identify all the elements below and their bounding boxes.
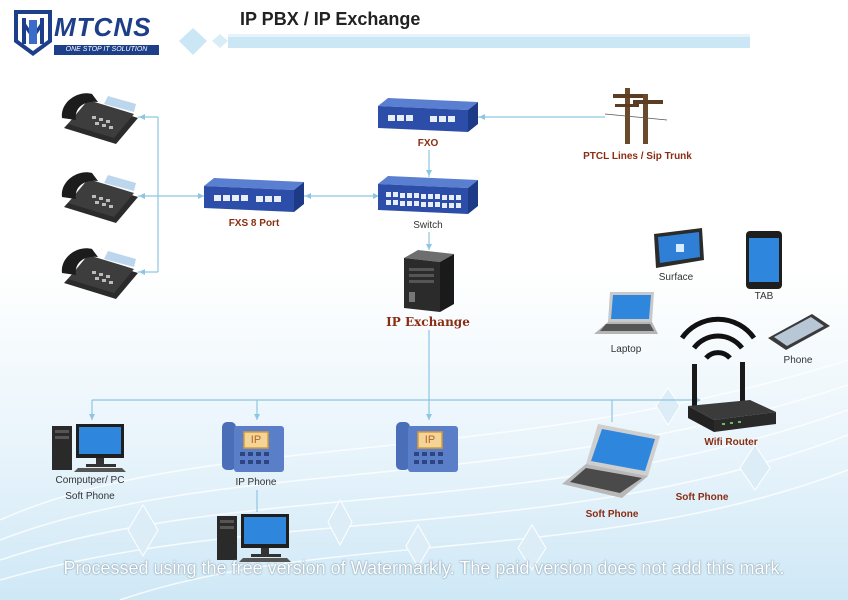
watermark-text: Processed using the free version of Wate… [63,558,785,578]
computer-pc-label: Computper/ PC [55,475,125,486]
tablet-icon [654,228,704,268]
utility-pole-icon [605,88,667,144]
soft-phone-router-label: Soft Phone [675,492,729,503]
ptcl-label: PTCL Lines / Sip Trunk [583,151,692,162]
ip-phone-icon: IP [220,420,286,474]
desktop-computer-icon [217,514,291,562]
laptop-label: Laptop [610,344,642,355]
wifi-router-icon [688,362,776,432]
surface-label: Surface [658,272,694,283]
fxs-label: FXS 8 Port [228,218,280,229]
wifi-router-label: Wifi Router [704,437,758,448]
ip-badge-2: IP [424,434,436,446]
wifi-signal-icon [679,316,757,360]
laptop-icon [562,424,660,498]
tablet-icon [746,231,782,289]
phone-label: Phone [783,355,813,366]
desktop-computer-icon [52,424,126,472]
page-title: IP PBX / IP Exchange [240,9,421,29]
fxo-label: FXO [417,138,439,149]
logo-tagline: ONE STOP IT SOLUTION [54,45,159,55]
desk-phone-icon [61,172,138,223]
ip-phone-icon: IP [394,420,460,474]
tab-label: TAB [754,291,774,302]
desk-phone-icon [61,93,138,144]
network-switch-icon [378,176,478,214]
smartphone-icon [768,314,830,350]
ip-exchange-label: IP Exchange [386,315,470,329]
soft-phone-pc-label: Soft Phone [65,491,115,502]
laptop-icon [594,292,658,334]
soft-phone-laptop-label: Soft Phone [585,509,639,520]
desk-phone-icon [61,248,138,299]
logo-name: MTCNS [54,12,152,42]
mtcns-logo-icon [14,10,52,56]
ip-badge: IP [250,434,262,446]
network-switch-icon [378,98,478,132]
ip-phone-label: IP Phone [235,477,277,488]
server-tower-icon [404,250,454,312]
network-switch-icon [204,178,304,212]
switch-label: Switch [413,220,443,231]
